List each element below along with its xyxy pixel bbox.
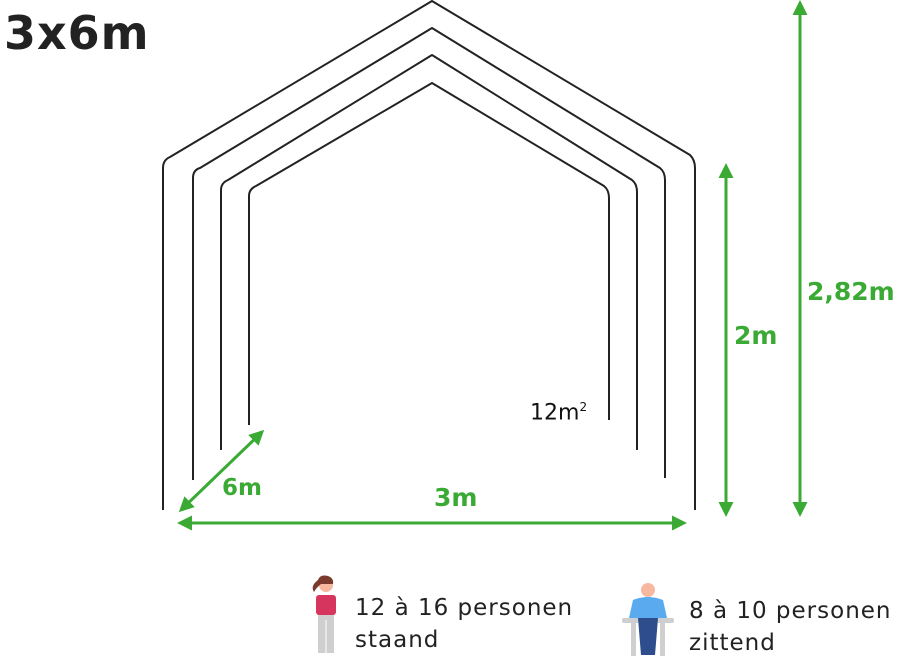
- standing-capacity-label: staand: [355, 627, 440, 653]
- width-label: 3m: [434, 483, 478, 512]
- seated-capacity-count: 8 à 10 personen: [689, 598, 892, 624]
- area-label: 12m2: [530, 400, 587, 425]
- standing-capacity: 12 à 16 personen staand: [355, 592, 573, 656]
- area-exponent: 2: [579, 400, 588, 414]
- depth-arrow: [178, 429, 265, 513]
- frame-arch-3: [220, 54, 638, 450]
- frame-arch-1: [162, 0, 696, 510]
- seated-person-icon: [622, 583, 674, 656]
- tent-frame: [162, 0, 696, 510]
- page-title: 3x6m: [4, 6, 150, 60]
- seated-capacity: 8 à 10 personen zittend: [689, 595, 892, 659]
- frame-arch-2: [192, 27, 666, 480]
- wall-height-label: 2m: [734, 321, 778, 350]
- area-value: 12m: [530, 400, 580, 426]
- seated-capacity-label: zittend: [689, 630, 776, 656]
- standing-person-icon: [312, 575, 336, 653]
- depth-label: 6m: [222, 475, 262, 501]
- standing-capacity-count: 12 à 16 personen: [355, 595, 574, 621]
- frame-arch-4: [248, 82, 610, 425]
- total-height-label: 2,82m: [807, 277, 895, 306]
